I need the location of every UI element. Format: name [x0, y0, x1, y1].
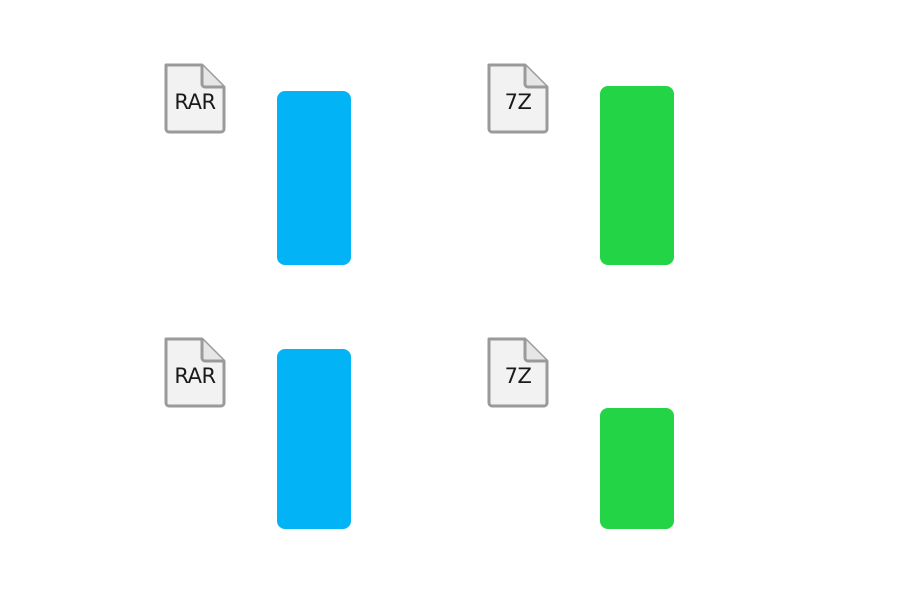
7z-file-icon: 7Z — [485, 336, 551, 408]
7z-file-icon: 7Z — [485, 62, 551, 134]
rar-file-icon: RAR — [162, 62, 228, 134]
file-type-label: RAR — [174, 364, 216, 388]
archive-bar — [277, 349, 351, 529]
rar-file-icon: RAR — [162, 336, 228, 408]
file-type-label: 7Z — [504, 90, 532, 114]
archive-bar — [600, 86, 674, 265]
archive-bar — [277, 91, 351, 265]
file-type-label: RAR — [174, 90, 216, 114]
file-type-label: 7Z — [504, 364, 532, 388]
archive-bar — [600, 408, 674, 529]
